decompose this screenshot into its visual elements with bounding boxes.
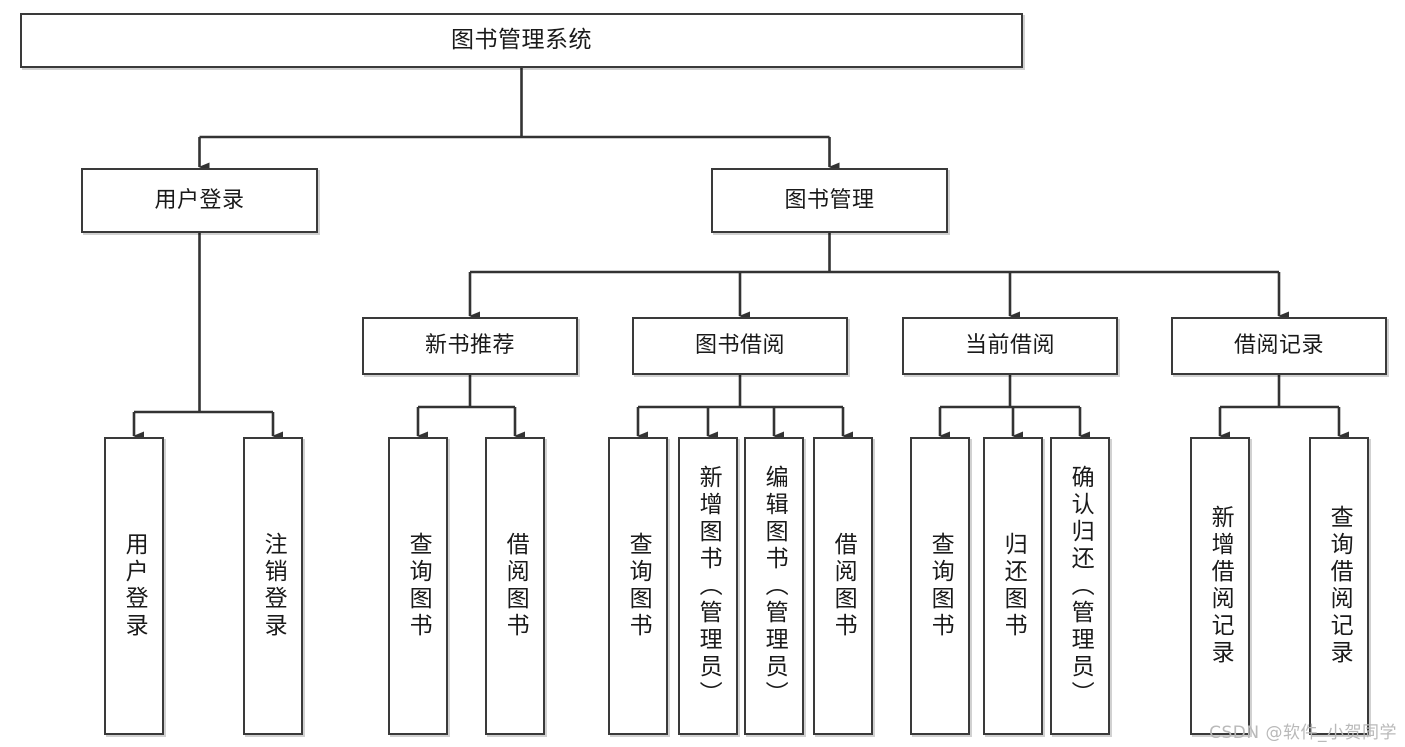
edge-group [132, 68, 1349, 441]
node-l-cur-query[interactable]: 查询图书 [910, 437, 970, 735]
node-label: 查询图书 [405, 532, 432, 640]
node-l-nb-query[interactable]: 查询图书 [388, 437, 448, 735]
node-label: 借阅图书 [502, 532, 529, 640]
node-l-bw-borrow[interactable]: 借阅图书 [813, 437, 873, 735]
node-label: 编辑图书（管理员） [761, 464, 788, 708]
node-l-login[interactable]: 用户登录 [104, 437, 164, 735]
node-label: 查询图书 [625, 532, 652, 640]
node-label: 新书推荐 [424, 333, 515, 359]
node-newbook[interactable]: 新书推荐 [362, 317, 578, 375]
node-label: 用户登录 [154, 187, 245, 213]
node-label: 图书管理 [784, 187, 875, 213]
node-l-cur-conf[interactable]: 确认归还（管理员） [1050, 437, 1110, 735]
node-root[interactable]: 图书管理系统 [20, 13, 1023, 68]
node-current[interactable]: 当前借阅 [902, 317, 1118, 375]
node-l-bw-edit[interactable]: 编辑图书（管理员） [744, 437, 804, 735]
node-l-cur-back[interactable]: 归还图书 [983, 437, 1043, 735]
node-label: 新增图书（管理员） [695, 464, 722, 708]
watermark-text: CSDN @软件_小贺同学 [1209, 723, 1397, 743]
node-label: 图书借阅 [694, 333, 785, 359]
node-l-bw-add[interactable]: 新增图书（管理员） [678, 437, 738, 735]
node-l-rec-query[interactable]: 查询借阅记录 [1309, 437, 1369, 735]
node-label: 归还图书 [1000, 532, 1027, 640]
node-label: 用户登录 [121, 532, 148, 640]
node-label: 注销登录 [260, 532, 287, 640]
node-bookmgmt[interactable]: 图书管理 [711, 168, 948, 233]
node-l-rec-add[interactable]: 新增借阅记录 [1190, 437, 1250, 735]
node-label: 借阅图书 [830, 532, 857, 640]
node-records[interactable]: 借阅记录 [1171, 317, 1387, 375]
node-label: 当前借阅 [964, 333, 1055, 359]
node-l-bw-query[interactable]: 查询图书 [608, 437, 668, 735]
node-label: 查询图书 [927, 532, 954, 640]
node-label: 查询借阅记录 [1326, 505, 1353, 667]
node-l-logout[interactable]: 注销登录 [243, 437, 303, 735]
node-l-nb-borrow[interactable]: 借阅图书 [485, 437, 545, 735]
node-label: 借阅记录 [1233, 333, 1324, 359]
node-borrow[interactable]: 图书借阅 [632, 317, 848, 375]
node-label: 新增借阅记录 [1207, 505, 1234, 667]
node-label: 图书管理系统 [451, 26, 592, 53]
node-login[interactable]: 用户登录 [81, 168, 318, 233]
node-label: 确认归还（管理员） [1067, 464, 1094, 708]
